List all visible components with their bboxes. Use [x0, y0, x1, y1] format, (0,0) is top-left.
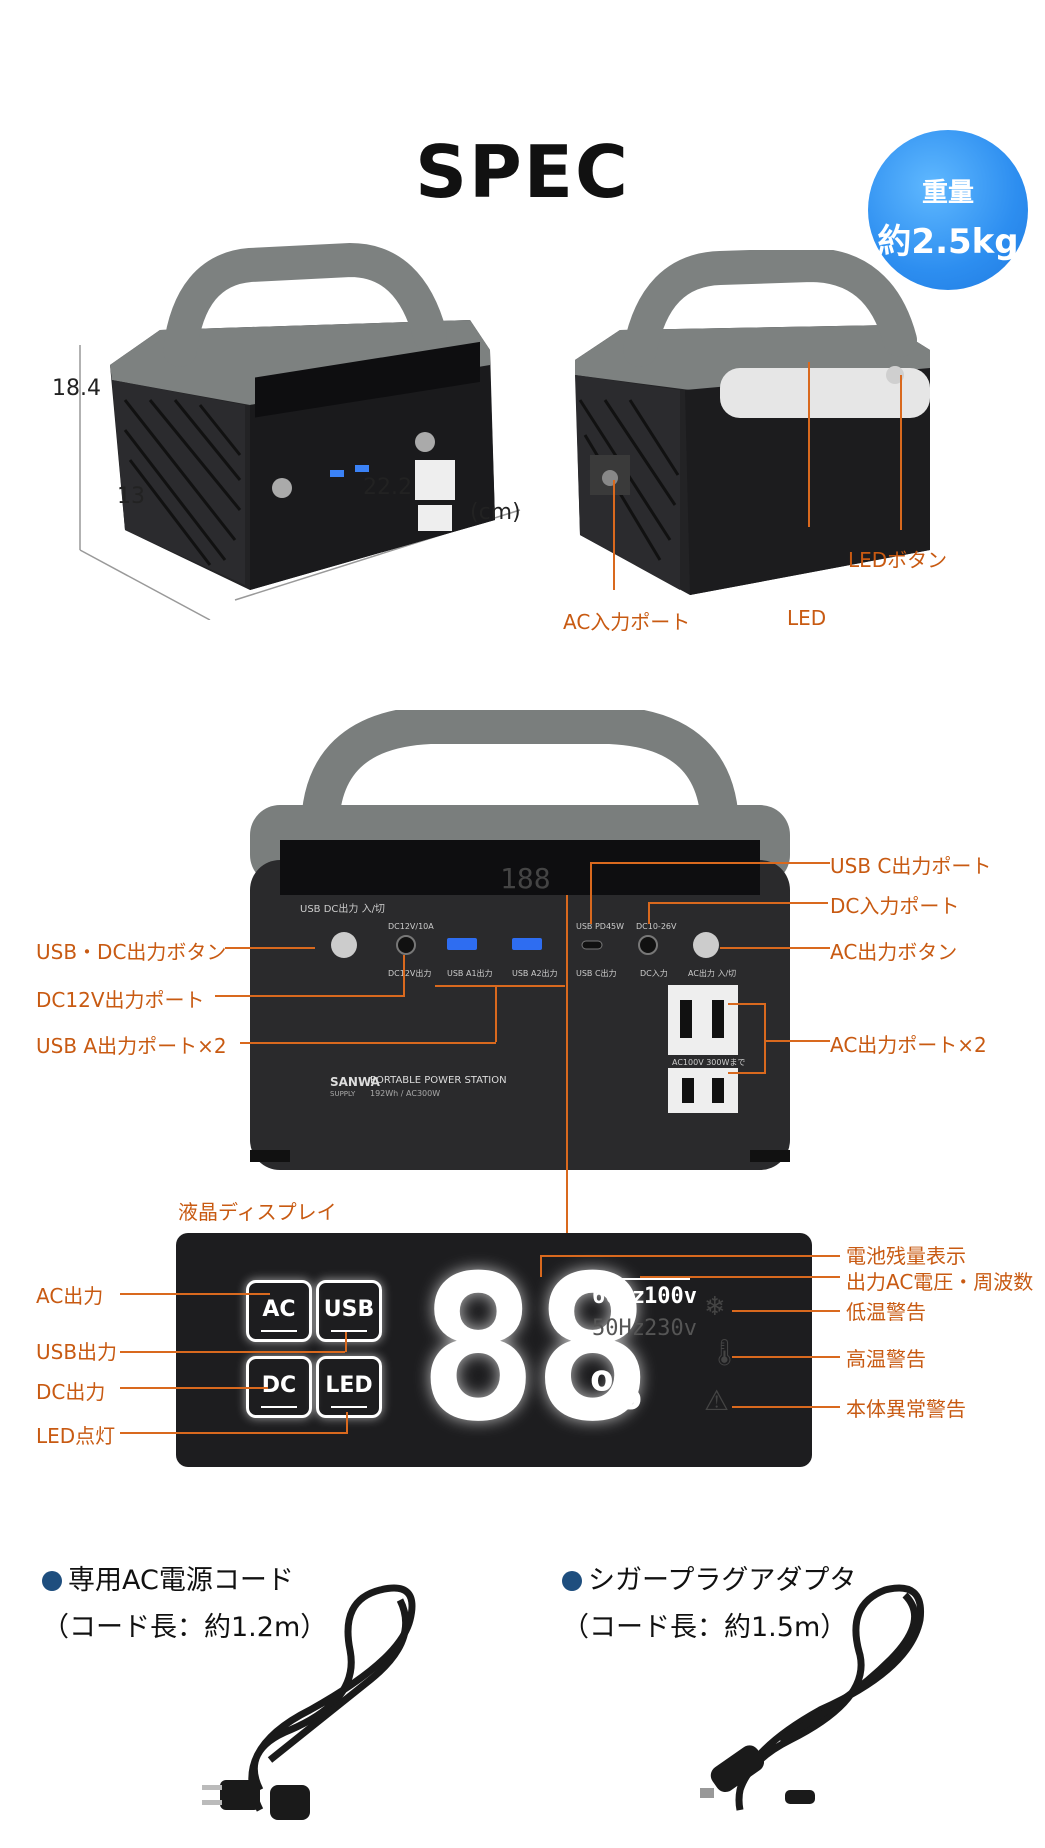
label-led-button: LEDボタン [848, 548, 948, 572]
warning-icon: ⚠ [704, 1384, 730, 1417]
label-usb-a-ports: USB A出力ポート×2 [36, 1034, 227, 1058]
panel-text-dc-in-spec: DC10-26V [636, 922, 677, 931]
panel-brand: SANWA [330, 1075, 380, 1089]
lcd-volt-active: 100v [644, 1284, 697, 1309]
label-dc-output: DC出力 [36, 1380, 106, 1404]
panel-text-ac-btn: AC出力 入/切 [688, 969, 737, 978]
page-title: SPEC [415, 130, 630, 214]
lcd-usb-text: USB [323, 1297, 375, 1322]
lcd-freq-active: 60Hz [592, 1284, 645, 1309]
label-ac-voltage-frequency: 出力AC電圧・周波数 [846, 1270, 1034, 1294]
lcd-ac-indicator: AC [246, 1280, 312, 1342]
lcd-volt-inactive: 230v [644, 1316, 697, 1341]
panel-text-usb-c: USB C出力 [576, 969, 617, 978]
label-ac-input-port: AC入力ポート [563, 610, 691, 634]
panel-text-usb-a2: USB A2出力 [512, 969, 558, 978]
bullet-icon [42, 1571, 62, 1591]
dimension-unit: (cm) [470, 500, 521, 525]
label-ac-button: AC出力ボタン [830, 940, 958, 964]
label-battery-level: 電池残量表示 [846, 1244, 966, 1268]
weight-badge-line1: 重量 [921, 178, 974, 208]
accessory-car-adapter: シガープラグアダプタ （コード長：約1.5m） [562, 1558, 856, 1644]
lcd-percent-sign: % [590, 1362, 643, 1422]
panel-text-dc-in: DC入力 [640, 969, 668, 978]
snowflake-icon: ❄ [704, 1292, 726, 1322]
lcd-ac-text: AC [262, 1297, 296, 1322]
panel-text-dc12v: DC12V/10A [388, 922, 434, 931]
bullet-icon [562, 1571, 582, 1591]
dimension-width: 22.2 [363, 475, 412, 500]
ac-cord-image [202, 1584, 416, 1820]
panel-text-usb-dc-btn: USB DC出力 入/切 [300, 904, 385, 915]
label-ac-output: AC出力 [36, 1284, 104, 1308]
thermometer-icon: 🌡 [708, 1338, 742, 1368]
panel-text-usb-pd: USB PD45W [576, 922, 625, 931]
panel-product: PORTABLE POWER STATION [370, 1075, 507, 1086]
label-usb-output: USB出力 [36, 1340, 118, 1364]
label-led-on: LED点灯 [36, 1424, 116, 1448]
accessory-ac-cord-detail: （コード長：約1.2m） [42, 1612, 328, 1643]
panel-text-usb-a1: USB A1出力 [447, 969, 493, 978]
lcd-display-panel [176, 1233, 812, 1467]
lcd-led-indicator: LED [316, 1356, 382, 1418]
label-ac-ports: AC出力ポート×2 [830, 1033, 987, 1057]
label-error-warning: 本体異常警告 [846, 1397, 966, 1421]
label-lcd-display: 液晶ディスプレイ [178, 1200, 337, 1224]
label-dc-in-port: DC入力ポート [830, 894, 960, 918]
label-led: LED [787, 606, 827, 630]
panel-brand-sub: SUPPLY [330, 1090, 356, 1098]
accessory-car-adapter-detail: （コード長：約1.5m） [562, 1612, 848, 1643]
accessory-ac-cord: 専用AC電源コード （コード長：約1.2m） [42, 1558, 327, 1644]
label-high-temp-warning: 高温警告 [846, 1347, 926, 1371]
car-adapter-cord-image [700, 1584, 925, 1811]
product-angle-front-image [79, 242, 521, 620]
lcd-freq-inactive: 50Hz [592, 1316, 645, 1341]
lcd-led-text: LED [325, 1373, 373, 1398]
accessory-ac-cord-name: 専用AC電源コード [68, 1565, 294, 1596]
product-front-image [250, 710, 790, 1170]
lcd-usb-indicator: USB [316, 1280, 382, 1342]
label-usb-dc-button: USB・DC出力ボタン [36, 940, 227, 964]
lcd-dc-text: DC [261, 1373, 297, 1398]
weight-badge-line2: 約2.5kg [877, 222, 1019, 262]
label-dc12v-port: DC12V出力ポート [36, 988, 205, 1012]
dimension-height: 18.4 [52, 376, 101, 401]
panel-text-dc12v-out: DC12V出力 [388, 969, 432, 978]
dimension-depth: 13 [117, 484, 145, 509]
label-low-temp-warning: 低温警告 [846, 1300, 926, 1324]
accessory-car-adapter-name: シガープラグアダプタ [588, 1565, 857, 1596]
panel-text-ac-spec: AC100V 300Wまで [672, 1058, 746, 1067]
lcd-battery-digits: 88 [418, 1233, 653, 1466]
product-angle-rear-image [575, 250, 930, 595]
panel-product-spec: 192Wh / AC300W [370, 1089, 441, 1098]
weight-badge: 重量 約2.5kg [868, 130, 1028, 290]
label-usb-c-port: USB C出力ポート [830, 854, 992, 878]
panel-lcd: 188 [500, 862, 551, 895]
